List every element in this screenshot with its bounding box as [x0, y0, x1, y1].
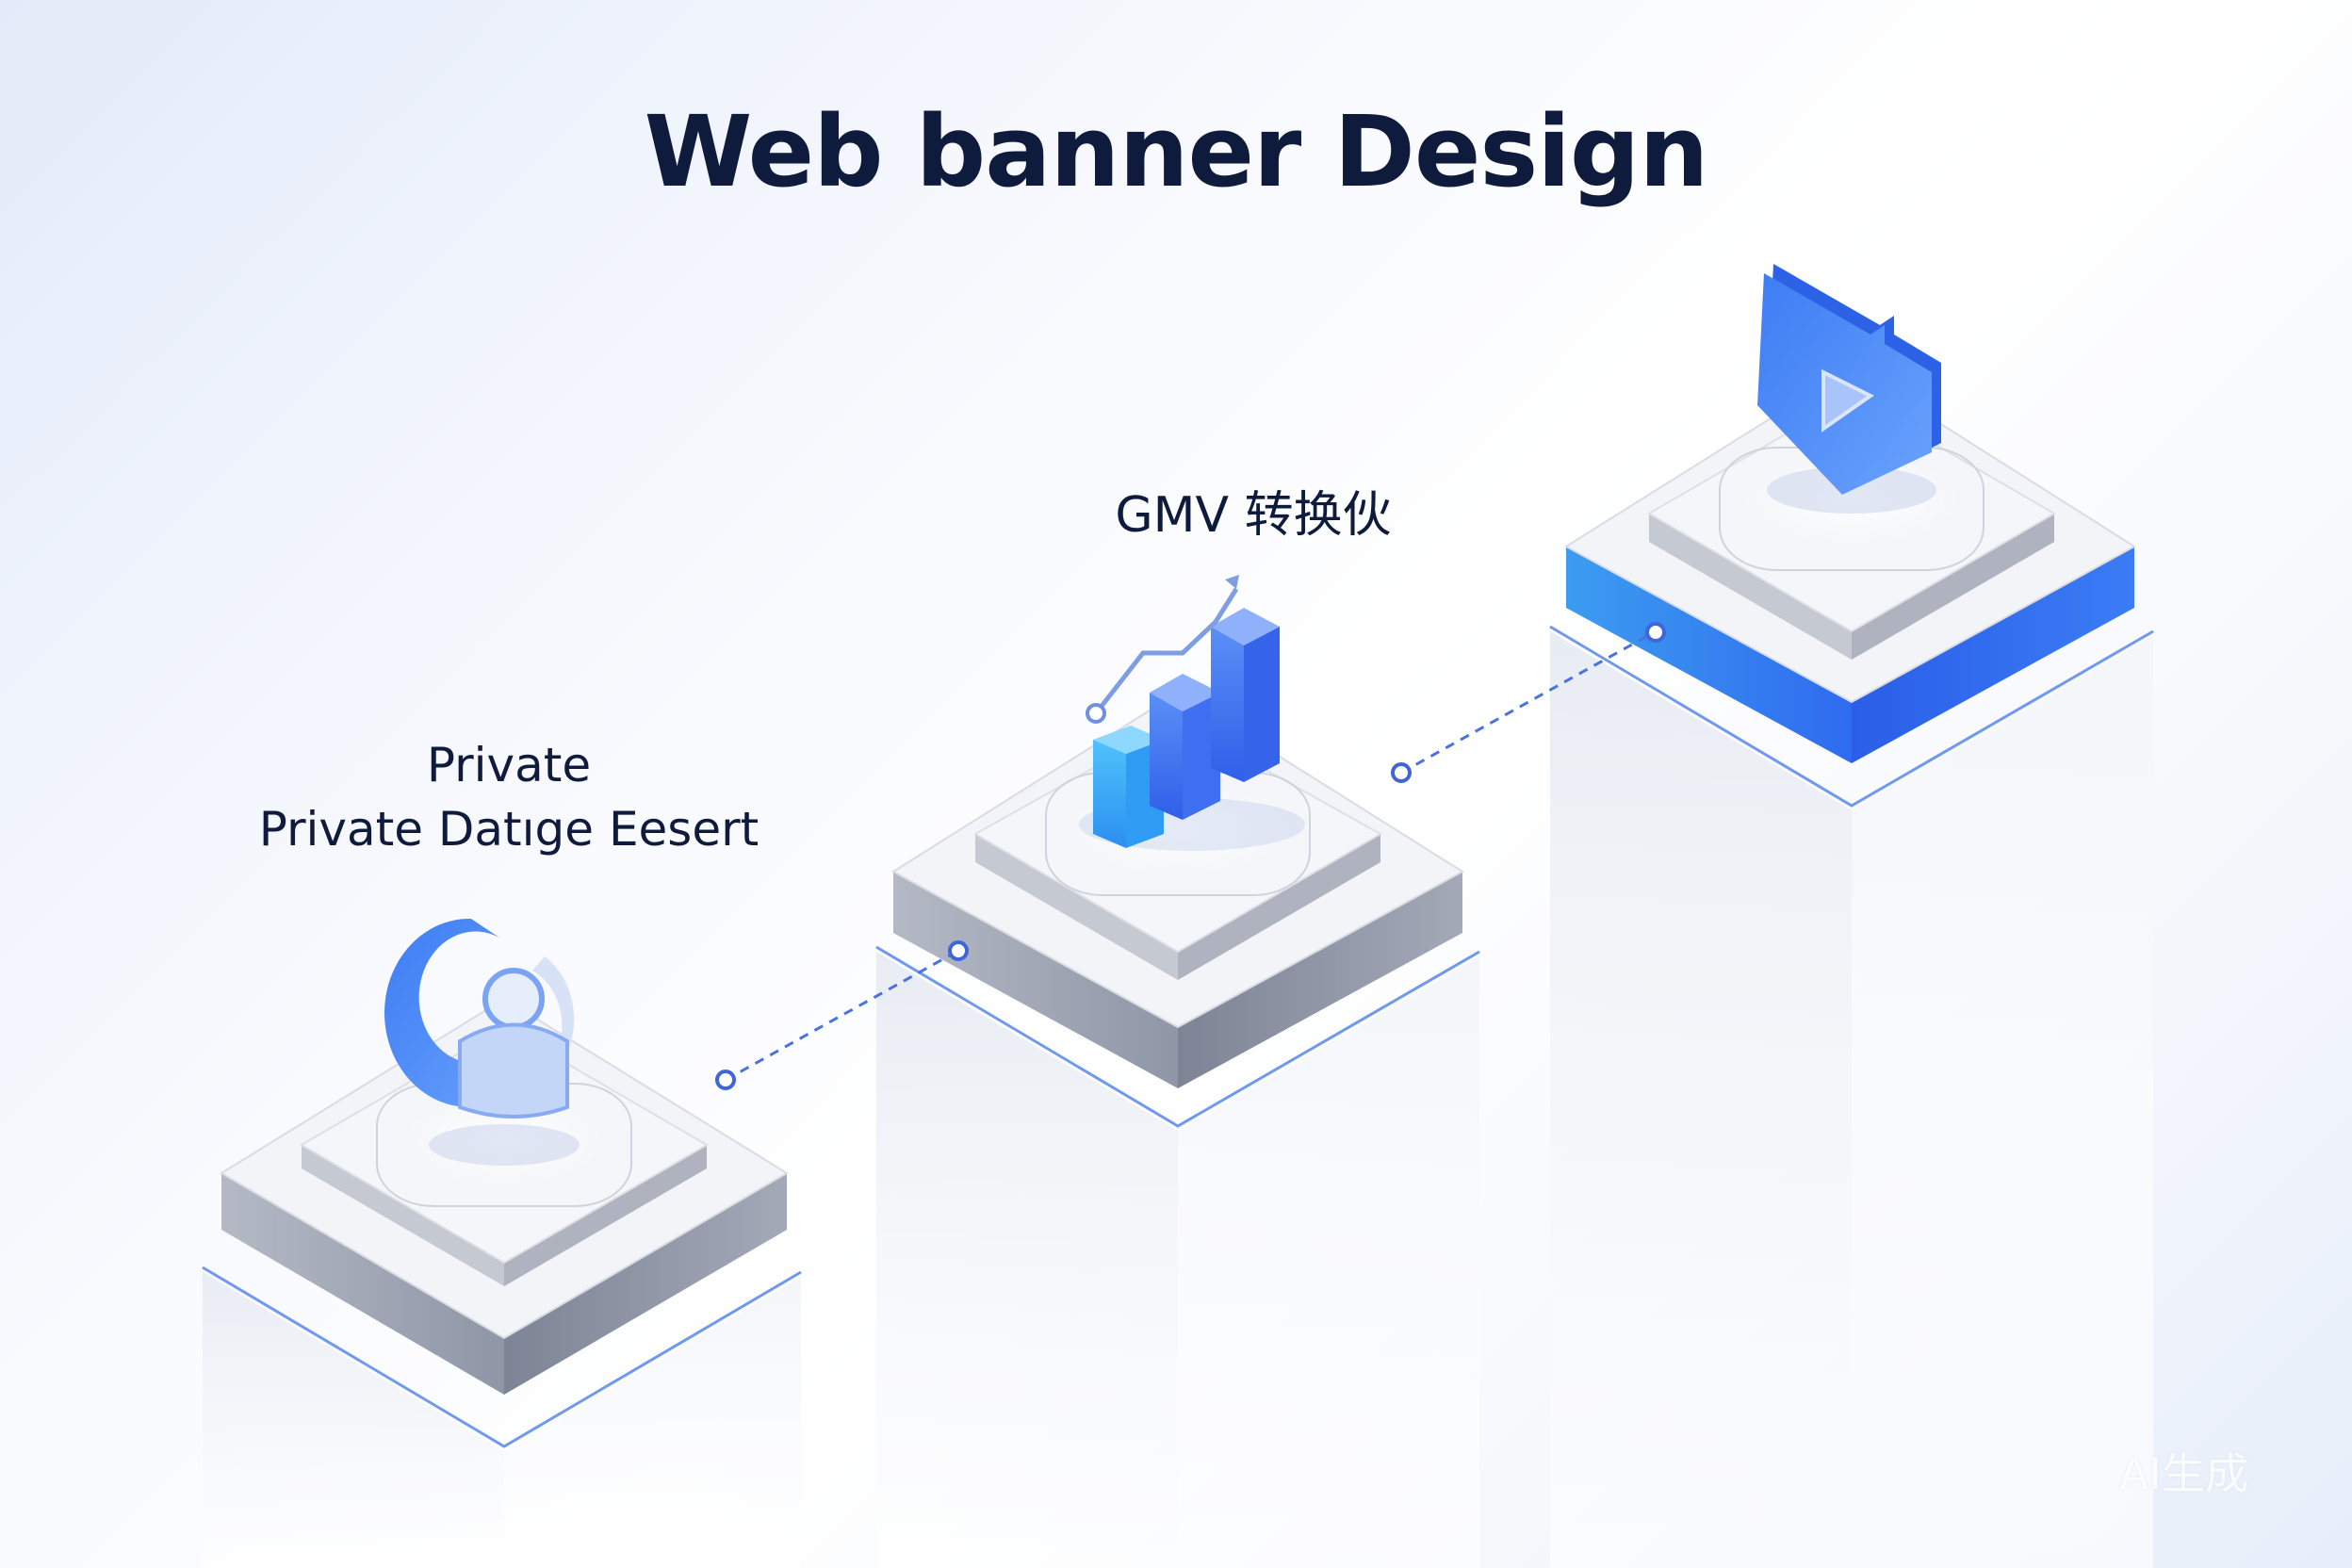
pillar-2-left-face: [876, 952, 1178, 1568]
pillar-2-right-face: [1178, 956, 1479, 1568]
step-1-label-line2: Private Datıge Eesert: [258, 802, 760, 857]
step-1-label-line1: Private: [426, 738, 592, 792]
ai-generated-watermark: AI生成: [2118, 1448, 2248, 1499]
pillar-3: [1549, 625, 2154, 1568]
platform-2: [891, 691, 1464, 1088]
pillar-1-left-face: [203, 1272, 504, 1568]
step-2-label: GMV 转换伙: [1115, 487, 1392, 544]
shield-play-icon: [1757, 264, 1941, 514]
pillar-3-right-face: [1852, 636, 2153, 1568]
platform-1: [220, 997, 789, 1395]
banner-title: Web banner Design: [644, 94, 1709, 209]
pillar-1: [202, 1266, 802, 1568]
pillar-2: [875, 945, 1480, 1568]
bar-chart-growth-icon: [1079, 575, 1305, 851]
platform-3: [1564, 366, 2136, 763]
pillar-1-right-face: [504, 1277, 801, 1568]
connector-2-3: [1391, 622, 1666, 783]
connector-1-2: [715, 940, 969, 1090]
pillar-3-left-face: [1550, 631, 1852, 1568]
user-lock-icon: [384, 918, 580, 1166]
step-1-label: Private Private Datıge Eesert: [179, 733, 839, 861]
